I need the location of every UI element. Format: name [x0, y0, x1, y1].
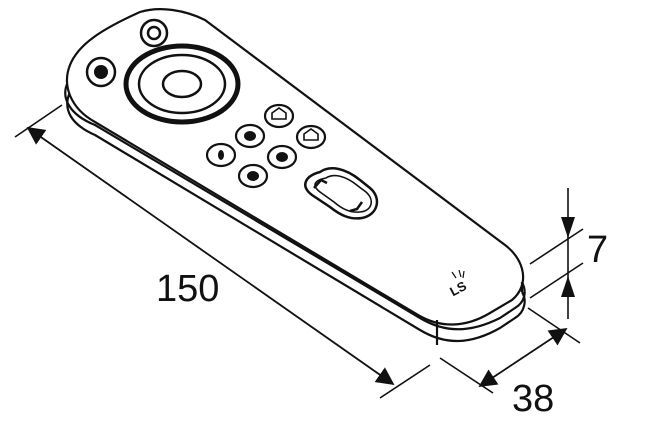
width-extension-line-left	[439, 357, 494, 394]
thickness-arrow-top	[561, 217, 575, 238]
ring-dial-center-button[interactable]	[161, 69, 203, 99]
ring-dial[interactable]	[123, 43, 241, 125]
remote-top-face	[65, 8, 525, 326]
thickness-dimension-label: 7	[587, 229, 608, 271]
thickness-dimension	[529, 188, 584, 319]
button-dot-icon	[218, 150, 224, 160]
logo-text: LS	[447, 278, 469, 299]
top-mode-button[interactable]	[139, 18, 169, 48]
scene-button-2[interactable]	[295, 124, 327, 150]
length-dimension-label: 150	[156, 268, 219, 310]
width-extension-line-right	[527, 307, 581, 344]
scene-button-1[interactable]	[263, 103, 295, 129]
length-extension-line-bottom	[379, 364, 431, 399]
thickness-arrow-bottom	[561, 276, 575, 297]
width-dimension	[439, 307, 581, 394]
length-dimension	[14, 104, 431, 399]
brightness-icon	[276, 152, 288, 162]
length-dimension-line	[26, 126, 395, 386]
brand-logo: LS	[447, 269, 469, 299]
remote-middle-edge	[64, 81, 526, 331]
length-extension-line-top	[14, 104, 63, 138]
width-dimension-line	[478, 328, 568, 387]
mode-icon	[146, 25, 162, 41]
remote-bottom-edge	[66, 91, 526, 343]
house-scene-icon	[271, 107, 287, 120]
cluster-button-c[interactable]	[205, 142, 237, 168]
button-dot-icon	[247, 171, 259, 181]
cluster-button-b[interactable]	[266, 144, 298, 170]
button-dot-icon	[244, 131, 256, 141]
cluster-button-a[interactable]	[234, 123, 266, 149]
thickness-extension-line-bottom	[529, 262, 584, 299]
power-button[interactable]	[85, 56, 117, 88]
width-dimension-label: 38	[512, 378, 554, 420]
thickness-extension-line-top	[529, 228, 584, 265]
cluster-button-d[interactable]	[237, 163, 269, 189]
power-icon	[94, 65, 108, 79]
